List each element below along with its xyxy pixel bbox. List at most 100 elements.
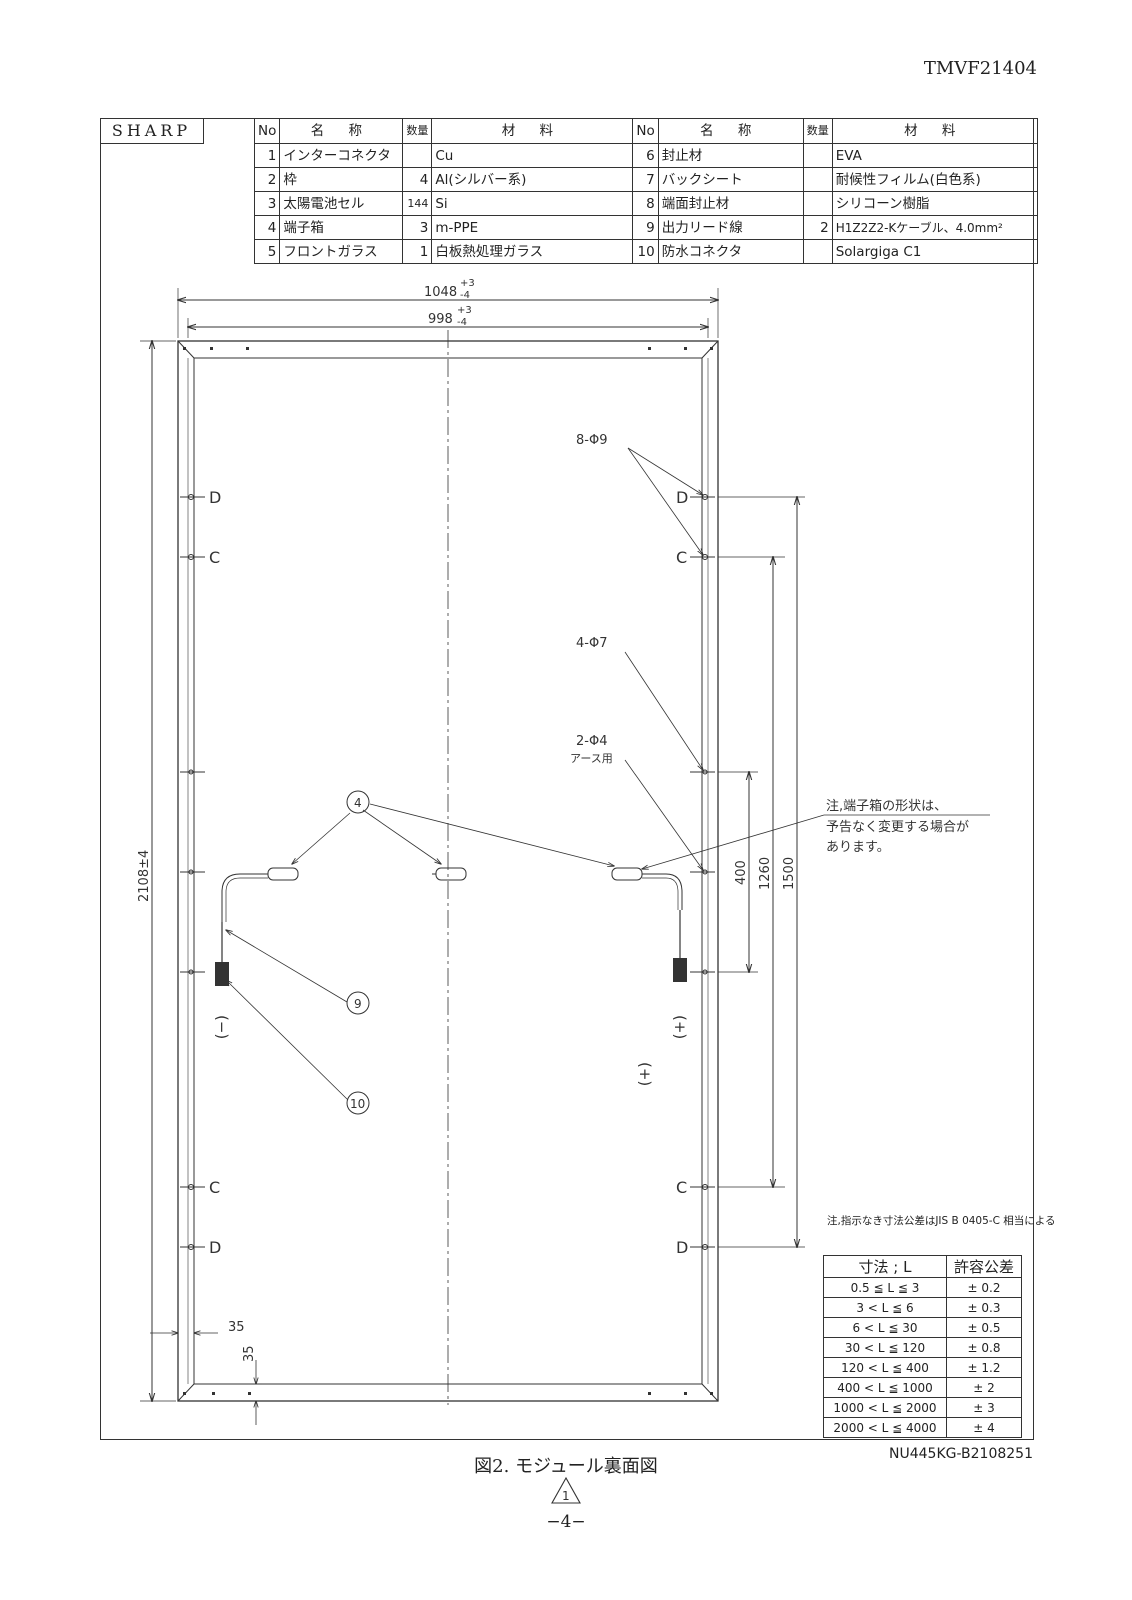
hole-label-c: C [676,548,687,567]
tolerance-range: 3 < L ≦ 6 [823,1297,947,1318]
width-inner-tol-plus: +3 [457,305,472,316]
part-name: 封止材 [657,143,804,168]
part-name: 防水コネクタ [657,239,804,264]
junction-box-center [435,867,467,881]
part-qty: 1 [402,239,433,264]
header-qty-2: 数量 [802,118,833,144]
part-no: 9 [632,215,659,240]
tolerance-range: 1000 < L ≦ 2000 [823,1397,947,1418]
callout-junction-box: 4 [354,796,362,810]
width-inner-tol-minus: -4 [457,317,467,328]
tolerance-row: 0.5 ≦ L ≦ 3± 0.2 [823,1277,1022,1298]
revision-number: 1 [562,1489,570,1503]
part-name: バックシート [657,167,804,192]
tolerance-note: 注,指示なき寸法公差はJIS B 0405-C 相当による [827,1215,1056,1227]
parts-table: No 名 称 数量 材 料 No 名 称 数量 材 料 1 インターコネクタ C… [253,118,1038,264]
header-name-2: 名 称 [657,118,804,144]
part-material: H1Z2Z2-Kケーブル、4.0mm² [831,215,1038,240]
parts-row: 5 フロントガラス 1 白板熱処理ガラス 10 防水コネクタ Solargiga… [253,239,1038,264]
part-no: 1 [253,143,281,168]
polarity-positive: (+) [671,1015,689,1039]
callout-lead-wire: 9 [354,997,362,1011]
dim-1260-label: 1260 [758,857,773,890]
part-qty [802,239,833,264]
junction-box-left [267,867,299,881]
dim-400-label: 400 [734,860,749,885]
tolerance-table: 寸法 ; L 許容公差 0.5 ≦ L ≦ 3± 0.2 3 < L ≦ 6± … [823,1255,1022,1438]
part-no: 6 [632,143,659,168]
part-name: フロントガラス [279,239,404,264]
brand-box: SHARP [100,118,204,144]
tolerance-value: ± 0.2 [946,1277,1022,1298]
page-number: −4− [546,1512,586,1532]
connector-negative [215,962,229,986]
callout-circle-lead-wire [346,991,370,1015]
part-name: インターコネクタ [279,143,404,168]
lead-wire-left [221,873,268,922]
document-id: TMVF21404 [923,58,1037,79]
holes-4-label: 4-Φ7 [576,636,607,651]
hole-label-c: C [209,548,220,567]
junction-note-line: 注,端子箱の形状は、 [826,798,947,814]
parts-row: 1 インターコネクタ Cu 6 封止材 EVA [253,143,1038,168]
figure-caption: 図2. モジュール裏面図 [474,1456,658,1477]
revision-triangle [551,1476,581,1504]
length-value: 2108±4 [137,850,152,902]
part-material: EVA [831,143,1038,168]
part-material: Al(シルバー系) [431,167,634,192]
part-material: 白板熱処理ガラス [431,239,634,264]
part-no: 7 [632,167,659,192]
tolerance-range: 400 < L ≦ 1000 [823,1377,947,1398]
part-material: Solargiga C1 [831,239,1038,264]
holes-2-label: 2-Φ4 [576,734,607,749]
header-material: 材 料 [431,118,634,144]
part-qty [802,191,833,216]
callout-connector: 10 [350,1097,365,1111]
drawing-number: NU445KG-B2108251 [889,1446,1033,1462]
junction-note-line: 予告なく変更する場合が [826,819,969,835]
part-no: 8 [632,191,659,216]
width-outer-value: 1048 [424,285,457,300]
width-outer-tol-plus: +3 [460,278,475,289]
hole-label-d: D [676,488,688,507]
junction-box-right [611,867,643,881]
tolerance-value: ± 1.2 [946,1357,1022,1378]
tolerance-value: ± 3 [946,1397,1022,1418]
parts-row: 3 太陽電池セル 144 Si 8 端面封止材 シリコーン樹脂 [253,191,1038,216]
width-outer-tol-minus: -4 [460,290,470,301]
part-no: 10 [632,239,659,264]
hole-label-c: C [209,1178,220,1197]
part-qty [802,167,833,192]
tolerance-header-row: 寸法 ; L 許容公差 [823,1255,1022,1278]
part-name: 出力リード線 [657,215,804,240]
dim-1500-label: 1500 [782,857,797,890]
tolerance-value: ± 0.5 [946,1317,1022,1338]
part-name: 枠 [279,167,404,192]
tolerance-row: 2000 < L ≦ 4000± 4 [823,1417,1022,1438]
hole-label-d: D [209,488,221,507]
part-material: Si [431,191,634,216]
edge-35-horizontal: 35 [228,1320,245,1335]
polarity-negative: (−) [213,1015,231,1039]
part-qty [802,143,833,168]
tolerance-row: 30 < L ≦ 120± 0.8 [823,1337,1022,1358]
tolerance-header-dim: 寸法 ; L [823,1255,947,1278]
tolerance-header-tol: 許容公差 [946,1255,1022,1278]
hole-label-d: D [209,1238,221,1257]
tolerance-range: 120 < L ≦ 400 [823,1357,947,1378]
parts-header-row: No 名 称 数量 材 料 No 名 称 数量 材 料 [253,118,1038,144]
holes-2-note: アース用 [570,752,613,765]
lead-wire-right [642,873,683,910]
left-hole-ticks [180,494,205,1250]
tolerance-value: ± 4 [946,1417,1022,1438]
hole-label-c: C [676,1178,687,1197]
part-qty: 144 [402,191,433,216]
hole-label-d: D [676,1238,688,1257]
tolerance-row: 120 < L ≦ 400± 1.2 [823,1357,1022,1378]
part-name: 端面封止材 [657,191,804,216]
tolerance-range: 30 < L ≦ 120 [823,1337,947,1358]
tolerance-row: 400 < L ≦ 1000± 2 [823,1377,1022,1398]
holes-8-label: 8-Φ9 [576,433,607,448]
right-hole-ticks [690,494,715,1250]
